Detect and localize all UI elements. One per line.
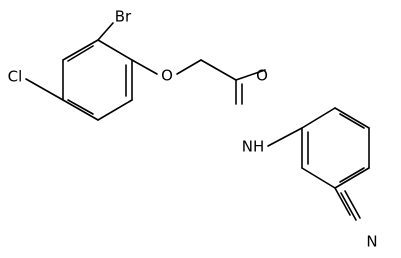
bond xyxy=(344,190,361,219)
carbonyl-oxygen-label: O xyxy=(256,67,268,85)
bond xyxy=(62,39,99,61)
bond xyxy=(97,39,133,61)
bond xyxy=(301,167,336,189)
bond xyxy=(97,99,133,121)
chlorine-label: Cl xyxy=(8,68,23,86)
bond-lines xyxy=(25,22,370,221)
bond xyxy=(200,59,237,81)
atom-labels: Br Cl O O NH N xyxy=(8,8,378,251)
bond xyxy=(301,107,336,129)
bond xyxy=(176,59,202,75)
bond xyxy=(131,59,158,75)
nitrile-nitrogen-label: N xyxy=(366,233,377,251)
bond xyxy=(334,187,351,216)
bond xyxy=(25,78,64,101)
bond xyxy=(339,167,365,183)
amide-nh-label: NH xyxy=(242,138,265,156)
bond xyxy=(267,127,303,147)
bromine-label: Br xyxy=(115,8,132,26)
bond xyxy=(62,99,99,121)
bond xyxy=(340,192,357,221)
bond xyxy=(67,99,94,115)
bond xyxy=(334,167,370,189)
ether-oxygen-label: O xyxy=(161,67,173,85)
bond xyxy=(97,22,114,41)
bond xyxy=(334,107,370,129)
bond xyxy=(67,45,94,62)
bond xyxy=(235,69,266,81)
bond xyxy=(339,113,365,129)
